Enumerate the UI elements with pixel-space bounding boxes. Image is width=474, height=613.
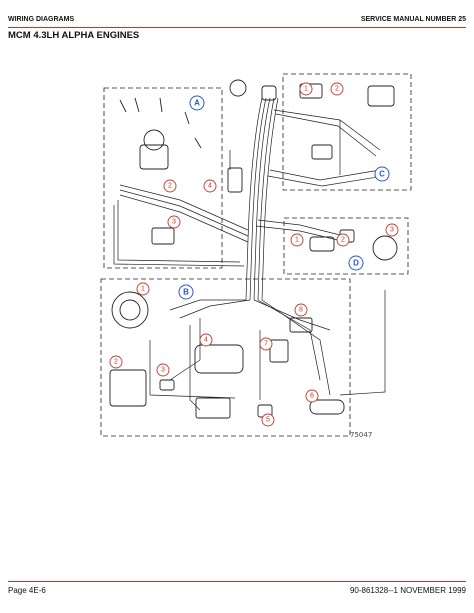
callout-a-2: 2 [168,183,172,190]
section-b-box [100,278,351,437]
section-a-label: A [194,99,200,108]
callout-d-3: 3 [390,227,394,234]
callout-b-8: 8 [299,307,303,314]
callout-a-3: 3 [172,219,176,226]
footer-page-number: Page 4E-6 [8,586,46,595]
callout-b-6: 6 [310,393,314,400]
figure-number: 75047 [350,431,372,439]
footer-rule [8,581,466,582]
section-d-badge [348,255,364,271]
section-b-badge [178,284,194,300]
callout-a-4: 4 [208,183,212,190]
footer-document-info: 90-861328--1 NOVEMBER 1999 [349,586,466,595]
callout-c-1: 1 [304,86,308,93]
header-rule [8,27,466,28]
header-manual-number: SERVICE MANUAL NUMBER 25 [360,16,466,23]
callout-b-3: 3 [161,367,165,374]
section-a-badge [189,95,205,111]
callout-b-1: 1 [141,286,145,293]
section-a-box [103,87,223,269]
callout-b-4: 4 [204,337,208,344]
section-d-label: D [353,259,359,268]
callout-c-2: 2 [335,86,339,93]
section-d-box [283,217,409,275]
header-section-title: WIRING DIAGRAMS [8,16,75,23]
section-b-label: B [183,288,189,297]
callout-b-7: 7 [264,341,268,348]
callout-b-2: 2 [114,359,118,366]
section-c-badge [374,166,390,182]
section-c-box [282,73,412,191]
page-title: MCM 4.3LH ALPHA ENGINES [8,30,140,41]
callout-b-5: 5 [266,417,270,424]
callout-d-1: 1 [295,237,299,244]
section-c-label: C [379,170,385,179]
page-header: WIRING DIAGRAMS SERVICE MANUAL NUMBER 25 [8,16,466,28]
callout-d-2: 2 [341,237,345,244]
